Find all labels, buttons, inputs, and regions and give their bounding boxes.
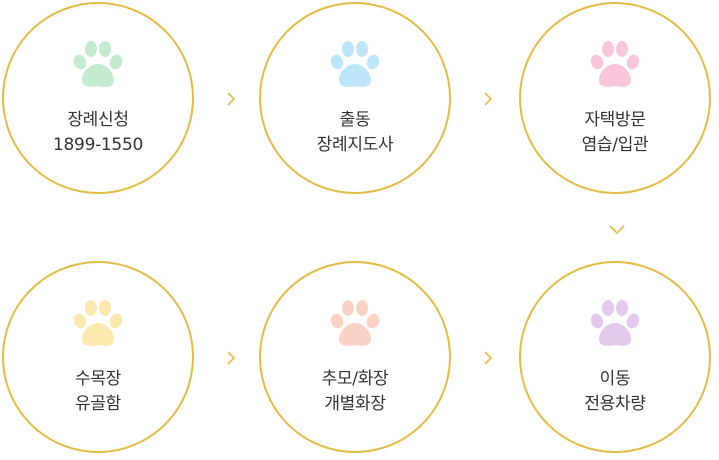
- chevron-right-icon: [479, 90, 497, 108]
- step-subtitle: 장례지도사: [316, 135, 394, 155]
- step-circle-6: 이동 전용차량: [519, 261, 711, 453]
- step-title: 출동: [339, 110, 371, 130]
- chevron-right-icon: [222, 90, 240, 108]
- step-subtitle: 염습/입관: [581, 135, 649, 155]
- step-title: 자택방문: [584, 110, 646, 130]
- step-label: 추모/화장 개별화장: [261, 367, 449, 417]
- step-label: 이동 전용차량: [521, 367, 709, 417]
- step-title: 장례신청: [67, 110, 129, 130]
- paw-icon: [72, 40, 124, 90]
- step-title: 이동: [599, 369, 631, 389]
- paw-icon: [72, 299, 124, 349]
- step-circle-2: 출동 장례지도사: [259, 2, 451, 194]
- step-circle-3: 자택방문 염습/입관: [519, 2, 711, 194]
- step-label: 장례신청 1899-1550: [4, 108, 192, 158]
- chevron-right-icon: [479, 349, 497, 367]
- step-circle-5: 추모/화장 개별화장: [259, 261, 451, 453]
- step-circle-1: 장례신청 1899-1550: [2, 2, 194, 194]
- paw-icon: [589, 40, 641, 90]
- step-label: 수목장 유골함: [4, 367, 192, 417]
- step-subtitle: 전용차량: [584, 394, 646, 414]
- step-subtitle: 유골함: [74, 394, 122, 414]
- step-circle-4: 수목장 유골함: [2, 261, 194, 453]
- step-subtitle: 개별화장: [324, 394, 386, 414]
- chevron-down-icon: [608, 220, 626, 238]
- paw-icon: [329, 40, 381, 90]
- paw-icon: [589, 299, 641, 349]
- chevron-right-icon: [222, 349, 240, 367]
- step-label: 출동 장례지도사: [261, 108, 449, 158]
- step-label: 자택방문 염습/입관: [521, 108, 709, 158]
- step-title: 추모/화장: [321, 369, 389, 389]
- paw-icon: [329, 299, 381, 349]
- step-title: 수목장: [74, 369, 122, 389]
- step-phone: 1899-1550: [53, 135, 143, 155]
